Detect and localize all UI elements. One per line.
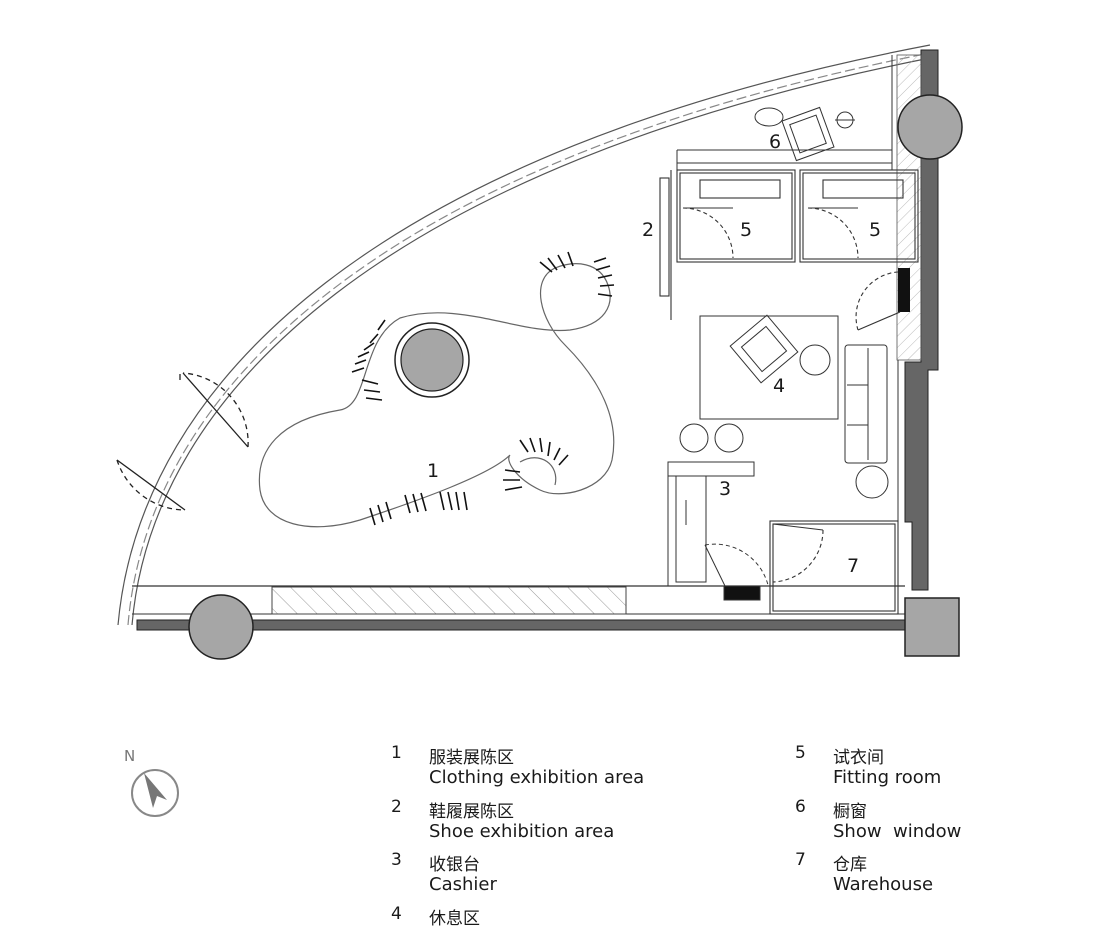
rest-area: [679, 314, 889, 499]
room-label-2: 2: [642, 219, 654, 241]
legend-label-en: Warehouse: [833, 874, 934, 895]
legend-label-zh: 服装展陈区: [429, 748, 514, 768]
legend-number: 5: [795, 743, 806, 763]
legend-item-5: 5 试衣间 Fitting room: [795, 743, 1045, 791]
columns: [188, 94, 963, 660]
shoe-display: [659, 170, 672, 320]
legend-item-1: 1 服装展陈区 Clothing exhibition area: [391, 743, 691, 791]
floor-plan: 1 2 3 4 5 5 6 7: [116, 44, 963, 660]
legend-label-en: Cashier: [429, 874, 497, 895]
legend-number: 1: [391, 743, 402, 763]
legend-label-en: Fitting room: [833, 767, 942, 788]
compass-icon: [131, 769, 179, 817]
legend-number: 6: [795, 797, 806, 817]
lounge-door: [855, 268, 910, 331]
legend-label-en: Shoe exhibition area: [429, 821, 615, 842]
legend-number: 7: [795, 850, 806, 870]
legend-number: 4: [391, 904, 402, 924]
legend-number: 2: [391, 797, 402, 817]
entrance-doors: [116, 372, 249, 511]
column-top-right: [897, 94, 963, 160]
room-labels: 1 2 3 4 5 5 6 7: [427, 131, 881, 577]
south-wall: [132, 585, 908, 631]
curved-facade: [117, 44, 931, 626]
legend-label-zh: 休息区: [429, 909, 480, 929]
legend-label-en: Show window: [833, 821, 962, 842]
legend-label-zh: 鞋履展陈区: [429, 802, 514, 822]
legend-label-zh: 试衣间: [833, 748, 884, 768]
cashier: [667, 461, 769, 601]
north-arrow: N: [120, 745, 190, 825]
show-window: [676, 55, 893, 170]
fitting-rooms: [676, 169, 919, 263]
legend-item-3: 3 收银台 Cashier: [391, 850, 691, 898]
room-label-4: 4: [773, 375, 785, 397]
legend-label-zh: 橱窗: [833, 802, 867, 822]
room-label-6: 6: [769, 131, 781, 153]
legend-label-zh: 收银台: [429, 855, 480, 875]
room-label-1: 1: [427, 460, 439, 482]
legend-item-6: 6 橱窗 Show window: [795, 797, 1045, 845]
clothing-exhibition: [258, 263, 615, 528]
column-bottom-right: [904, 597, 960, 657]
room-label-3: 3: [719, 478, 731, 500]
room-label-5a: 5: [740, 219, 752, 241]
room-label-7: 7: [847, 555, 859, 577]
hanger-racks: [351, 251, 615, 526]
legend-label-zh: 仓库: [833, 855, 867, 875]
legend-item-7: 7 仓库 Warehouse: [795, 850, 1045, 898]
north-letter: N: [124, 747, 136, 765]
legend-item-2: 2 鞋履展陈区 Shoe exhibition area: [391, 797, 691, 845]
legend-label-en: Clothing exhibition area: [429, 767, 645, 788]
warehouse: [769, 520, 899, 615]
legend-number: 3: [391, 850, 402, 870]
column-bottom-left: [188, 594, 254, 660]
legend-item-4: 4 休息区: [391, 904, 691, 929]
room-label-5b: 5: [869, 219, 881, 241]
